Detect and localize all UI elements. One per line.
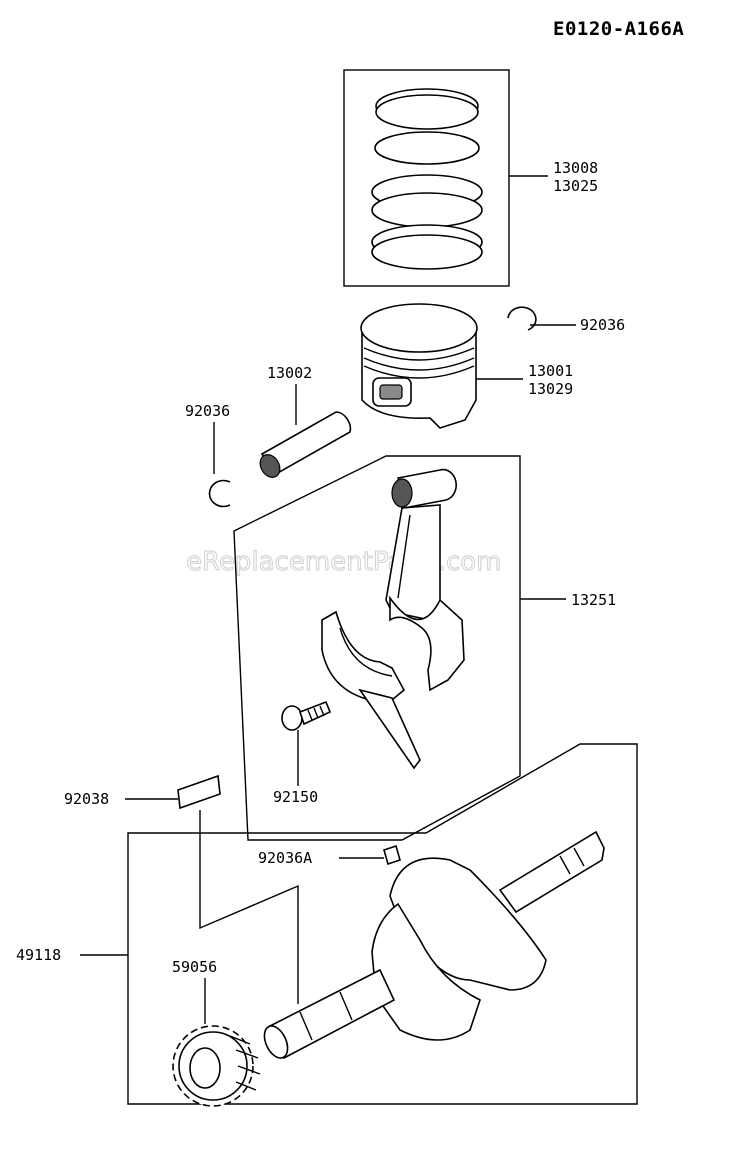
label-13008: 13008	[553, 159, 598, 177]
label-92038: 92038	[64, 790, 109, 808]
label-92036A: 92036A	[258, 849, 312, 867]
gear-icon	[172, 1025, 261, 1107]
circlip-right-icon	[507, 306, 537, 331]
piston-group[interactable]: 13001 13029	[360, 303, 573, 429]
key-left-icon	[177, 774, 221, 810]
key-crank-icon	[383, 844, 401, 866]
label-13002: 13002	[267, 364, 312, 382]
label-92036-right: 92036	[580, 316, 625, 334]
crankshaft-assembly-box	[127, 743, 638, 1105]
piston-rings-illustration	[371, 88, 483, 270]
label-49118: 49118	[16, 946, 61, 964]
rod-bolt-group[interactable]: 92150	[273, 700, 332, 806]
label-13251: 13251	[571, 591, 616, 609]
label-13025: 13025	[553, 177, 598, 195]
connecting-rod-group[interactable]: 13251	[233, 455, 616, 841]
circlip-right-group[interactable]: 92036	[507, 306, 625, 334]
crankshaft-assembly-group[interactable]: 49118 92036A 59056	[16, 743, 638, 1107]
label-13029: 13029	[528, 380, 573, 398]
label-59056: 59056	[172, 958, 217, 976]
label-92150: 92150	[273, 788, 318, 806]
rod-bolt-illustration	[281, 700, 332, 731]
circlip-left-icon	[208, 479, 231, 508]
crankshaft-illustration	[263, 830, 605, 1060]
connecting-rod-illustration	[321, 468, 465, 770]
piston-ring-set-box	[343, 69, 510, 287]
watermark-text: eReplacementParts.com	[186, 547, 502, 577]
key-left-group[interactable]: 92038	[64, 774, 299, 1004]
piston-ring-set-group[interactable]: 13008 13025	[343, 69, 598, 287]
connecting-rod-box	[233, 455, 521, 841]
piston-illustration	[360, 303, 478, 429]
circlip-left-group[interactable]: 92036	[185, 402, 231, 508]
piston-pin-group[interactable]: 13002	[256, 364, 352, 481]
diagram-code: E0120-A166A	[553, 18, 684, 40]
label-92036-left: 92036	[185, 402, 230, 420]
leader-key-to-crank	[199, 810, 299, 1004]
label-13001: 13001	[528, 362, 573, 380]
piston-pin-illustration	[259, 411, 352, 478]
